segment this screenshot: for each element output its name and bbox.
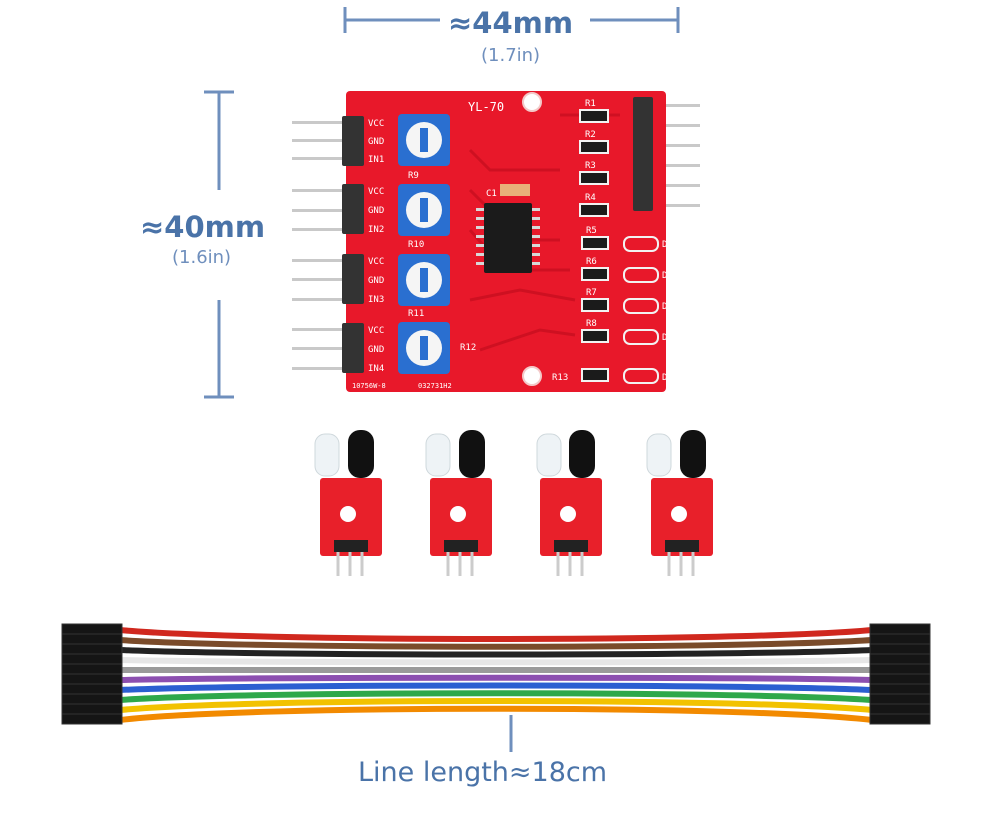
cable-connector [869,643,931,655]
svg-text:032731H2: 032731H2 [418,382,452,390]
cable-wire [119,698,873,713]
cable-wire [119,657,873,666]
cable-wire [119,647,873,658]
cable-connector [61,713,123,725]
svg-text:IN2: IN2 [368,225,384,235]
cable-wire [119,682,873,693]
svg-text:D2: D2 [662,271,673,281]
height-dimension-label: ≈40mm [140,210,266,244]
cable-connector [869,673,931,685]
svg-text:D5: D5 [662,373,673,383]
cable-connector [61,633,123,645]
cable-connector [869,693,931,705]
cable-wire [119,674,873,683]
height-dimension-inches: (1.6in) [172,247,232,268]
cable-connector [869,683,931,695]
potentiometers [398,114,450,374]
svg-text:R13: R13 [552,373,568,383]
sensor-module-1 [314,430,382,576]
svg-text:D1: D1 [662,240,673,250]
sensor-module-4 [646,430,713,576]
cable-length-label: Line length≈18cm [358,757,608,788]
width-dimension-label: ≈44mm [448,6,574,40]
board-model-text: YL-70 [468,100,504,114]
svg-text:R12: R12 [460,343,476,353]
svg-text:IN3: IN3 [368,295,384,305]
cable-connector [61,653,123,665]
svg-text:R3: R3 [585,161,596,171]
svg-text:R10: R10 [408,240,424,250]
svg-text:GND: GND [368,206,384,216]
svg-text:GND: GND [368,276,384,286]
sensor-module-2 [425,430,492,576]
svg-text:R8: R8 [586,319,597,329]
cable-wire [119,637,873,650]
svg-text:R4: R4 [585,193,596,203]
cable-connector [61,663,123,675]
cable-connector [61,693,123,705]
svg-text:C1: C1 [486,189,497,199]
svg-text:GND: GND [368,345,384,355]
comparator-chip [484,203,532,273]
sensor-module-3 [536,430,602,576]
width-dimension-inches: (1.7in) [481,45,541,66]
cable-wire [119,705,873,723]
svg-text:R2: R2 [585,130,596,140]
cable-connector [61,623,123,635]
left-header-pins [292,121,348,370]
svg-text:R5: R5 [586,226,597,236]
svg-text:VCC: VCC [368,257,384,267]
svg-text:R1: R1 [585,99,596,109]
svg-text:IN4: IN4 [368,364,384,374]
cable-connector [869,713,931,725]
svg-text:VCC: VCC [368,119,384,129]
svg-text:R9: R9 [408,171,419,181]
cable-connector [869,653,931,665]
svg-text:IN1: IN1 [368,155,384,165]
svg-text:D3: D3 [662,302,673,312]
right-header-pins [650,104,700,207]
svg-text:GND: GND [368,137,384,147]
cable-connector [869,633,931,645]
cable-connector [61,683,123,695]
svg-text:R6: R6 [586,257,597,267]
cable-connector [869,703,931,715]
cable-connector [869,663,931,675]
svg-text:R11: R11 [408,309,424,319]
svg-text:10756W-8: 10756W-8 [352,382,386,390]
cable-connector [61,643,123,655]
svg-text:VCC: VCC [368,326,384,336]
svg-text:R7: R7 [586,288,597,298]
cable-connector [869,623,931,635]
cable-connector [61,703,123,715]
cable-wire [119,627,873,642]
cable-connector [61,673,123,685]
svg-text:VCC: VCC [368,187,384,197]
svg-text:D4: D4 [662,333,673,343]
cable-wire [119,690,873,703]
